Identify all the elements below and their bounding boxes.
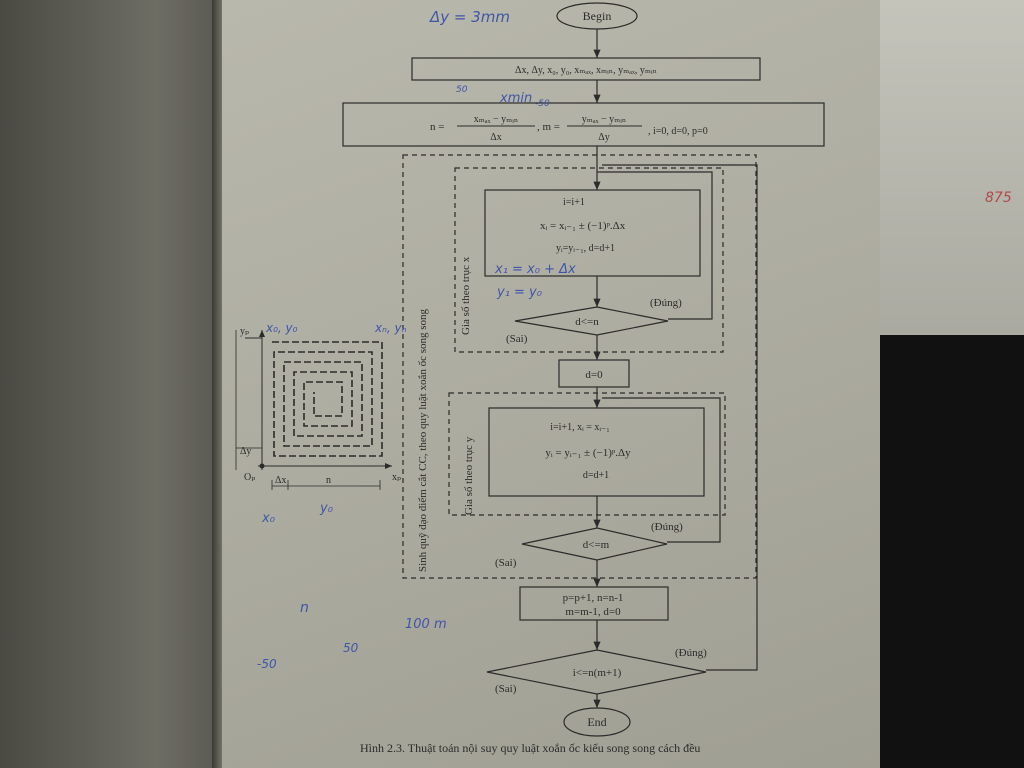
input-params-label: Δx, Δy, x₀, y₀, xₘₐₓ, xₘᵢₙ, yₘₐₓ, yₘᵢₙ bbox=[515, 65, 657, 76]
reset-d-label: d=0 bbox=[585, 369, 603, 381]
hw-m50: -50 bbox=[535, 99, 550, 109]
axis-yp: yₚ bbox=[240, 326, 249, 337]
delta-y-label: Δy bbox=[240, 446, 251, 457]
decision-x-yes: (Đúng) bbox=[650, 297, 682, 309]
n-label: n bbox=[326, 475, 331, 486]
hw-y0: y₀ bbox=[319, 501, 334, 516]
hw-x0y0: x₀, y₀ bbox=[265, 321, 298, 335]
hw-n: n bbox=[300, 600, 309, 616]
delta-x-label: Δx bbox=[275, 475, 286, 486]
dark-background bbox=[880, 335, 1024, 768]
decision-y-label: d<=m bbox=[583, 539, 610, 551]
update-box bbox=[519, 586, 669, 621]
hw-neg50: -50 bbox=[257, 657, 277, 671]
hw-x0: x₀ bbox=[261, 511, 276, 526]
hw-xmin: xmin bbox=[499, 91, 532, 106]
decision-x-no: (Sai) bbox=[506, 333, 528, 345]
decision-y-no: (Sai) bbox=[495, 557, 517, 569]
decision-final-no: (Sai) bbox=[495, 683, 517, 695]
update-line1: p=p+1, n=n-1 bbox=[563, 592, 624, 604]
origin-op: Oₚ bbox=[244, 472, 255, 483]
decision-final-yes: (Đúng) bbox=[675, 647, 707, 659]
init-n-numerator: xₘₐₓ − yₘᵢₙ bbox=[474, 114, 519, 125]
input-parameters-box bbox=[411, 57, 761, 81]
x-block-line3: yᵢ=yᵢ₋₁, d=d+1 bbox=[556, 243, 615, 254]
init-counters: , i=0, d=0, p=0 bbox=[648, 126, 708, 137]
y-block-line3: d=d+1 bbox=[583, 470, 609, 481]
init-m-numerator: yₘₐₓ − yₘᵢₙ bbox=[582, 114, 627, 125]
y-block-line2: yᵢ = yᵢ₋₁ ± (−1)ᵖ.Δy bbox=[545, 447, 631, 459]
hw-xnyn: xₙ, yₙ bbox=[374, 321, 407, 335]
init-m-denominator: Δy bbox=[598, 132, 609, 143]
decision-d-n bbox=[514, 306, 669, 336]
hw-dy-note: Δy = 3mm bbox=[429, 8, 510, 26]
x-block-line1: i=i+1 bbox=[563, 197, 585, 208]
x-increment-group-box bbox=[454, 167, 724, 353]
y-increment-group-box bbox=[448, 392, 726, 516]
hw-n50: 50 bbox=[456, 85, 468, 95]
begin-label: Begin bbox=[583, 9, 612, 23]
hw-hundred-m: 100 m bbox=[405, 617, 447, 632]
y-block-line1: i=i+1, xᵢ = xᵢ₋₁ bbox=[550, 422, 610, 433]
adjacent-paper bbox=[880, 0, 1024, 345]
hw-x1-note: x₁ = x₀ + Δx bbox=[494, 262, 576, 277]
y-group-label: Gia số theo trục y bbox=[463, 436, 475, 515]
decision-final-label: i<=n(m+1) bbox=[573, 667, 622, 679]
init-box bbox=[342, 102, 825, 147]
update-line2: m=m-1, d=0 bbox=[565, 606, 621, 618]
hw-margin-note: 875 bbox=[985, 190, 1012, 206]
hw-fifty: 50 bbox=[343, 641, 359, 655]
book-page bbox=[222, 0, 908, 768]
end-terminal bbox=[563, 707, 631, 737]
x-block-line2: xᵢ = xᵢ₋₁ ± (−1)ᵖ.Δx bbox=[540, 220, 626, 232]
x-increment-box bbox=[484, 189, 701, 277]
reset-d-box bbox=[558, 359, 630, 388]
decision-y-yes: (Đúng) bbox=[651, 521, 683, 533]
left-book-page bbox=[0, 0, 222, 768]
end-label: End bbox=[587, 715, 606, 729]
decision-x-label: d<=n bbox=[575, 316, 599, 328]
spiral-group-label: Sinh quỹ đạo điểm cắt CC, theo quy luật … bbox=[417, 308, 429, 572]
hw-y1-note: y₁ = y₀ bbox=[496, 285, 543, 300]
axis-xp: xₚ bbox=[392, 472, 401, 483]
init-m-label: , m = bbox=[537, 121, 560, 133]
decision-d-m bbox=[521, 527, 668, 561]
figure-caption: Hình 2.3. Thuật toán nội suy quy luật xo… bbox=[360, 741, 701, 755]
init-n-denominator: Δx bbox=[490, 132, 501, 143]
x-group-label: Gia số theo trục x bbox=[460, 256, 472, 335]
spiral-path-diagram: yₚ xₚ Oₚ Δx Δy n bbox=[235, 326, 401, 490]
init-n-label: n = bbox=[430, 121, 444, 133]
decision-final bbox=[486, 649, 707, 695]
